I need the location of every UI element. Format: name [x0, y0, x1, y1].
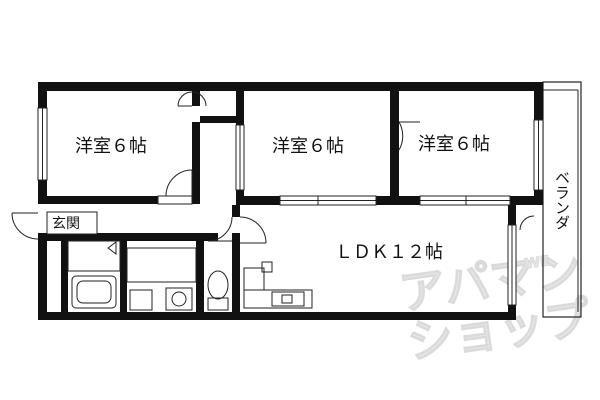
western-room-3-label: 洋室６帖 [418, 134, 490, 155]
veranda-label: ベランダ [553, 170, 571, 230]
western-room-2-label: 洋室６帖 [272, 136, 344, 157]
watermark: アパマン ショップ WE [396, 241, 595, 370]
fixtures [67, 240, 313, 311]
watermark-small: WE [524, 253, 551, 272]
doors [11, 91, 535, 244]
western-room-1-label: 洋室６帖 [75, 136, 147, 157]
entrance-label: 玄関 [52, 215, 80, 232]
ldk-label: ＬＤＫ１２帖 [335, 242, 443, 263]
entrance-area: 玄関 [46, 211, 98, 235]
windows [37, 107, 544, 306]
